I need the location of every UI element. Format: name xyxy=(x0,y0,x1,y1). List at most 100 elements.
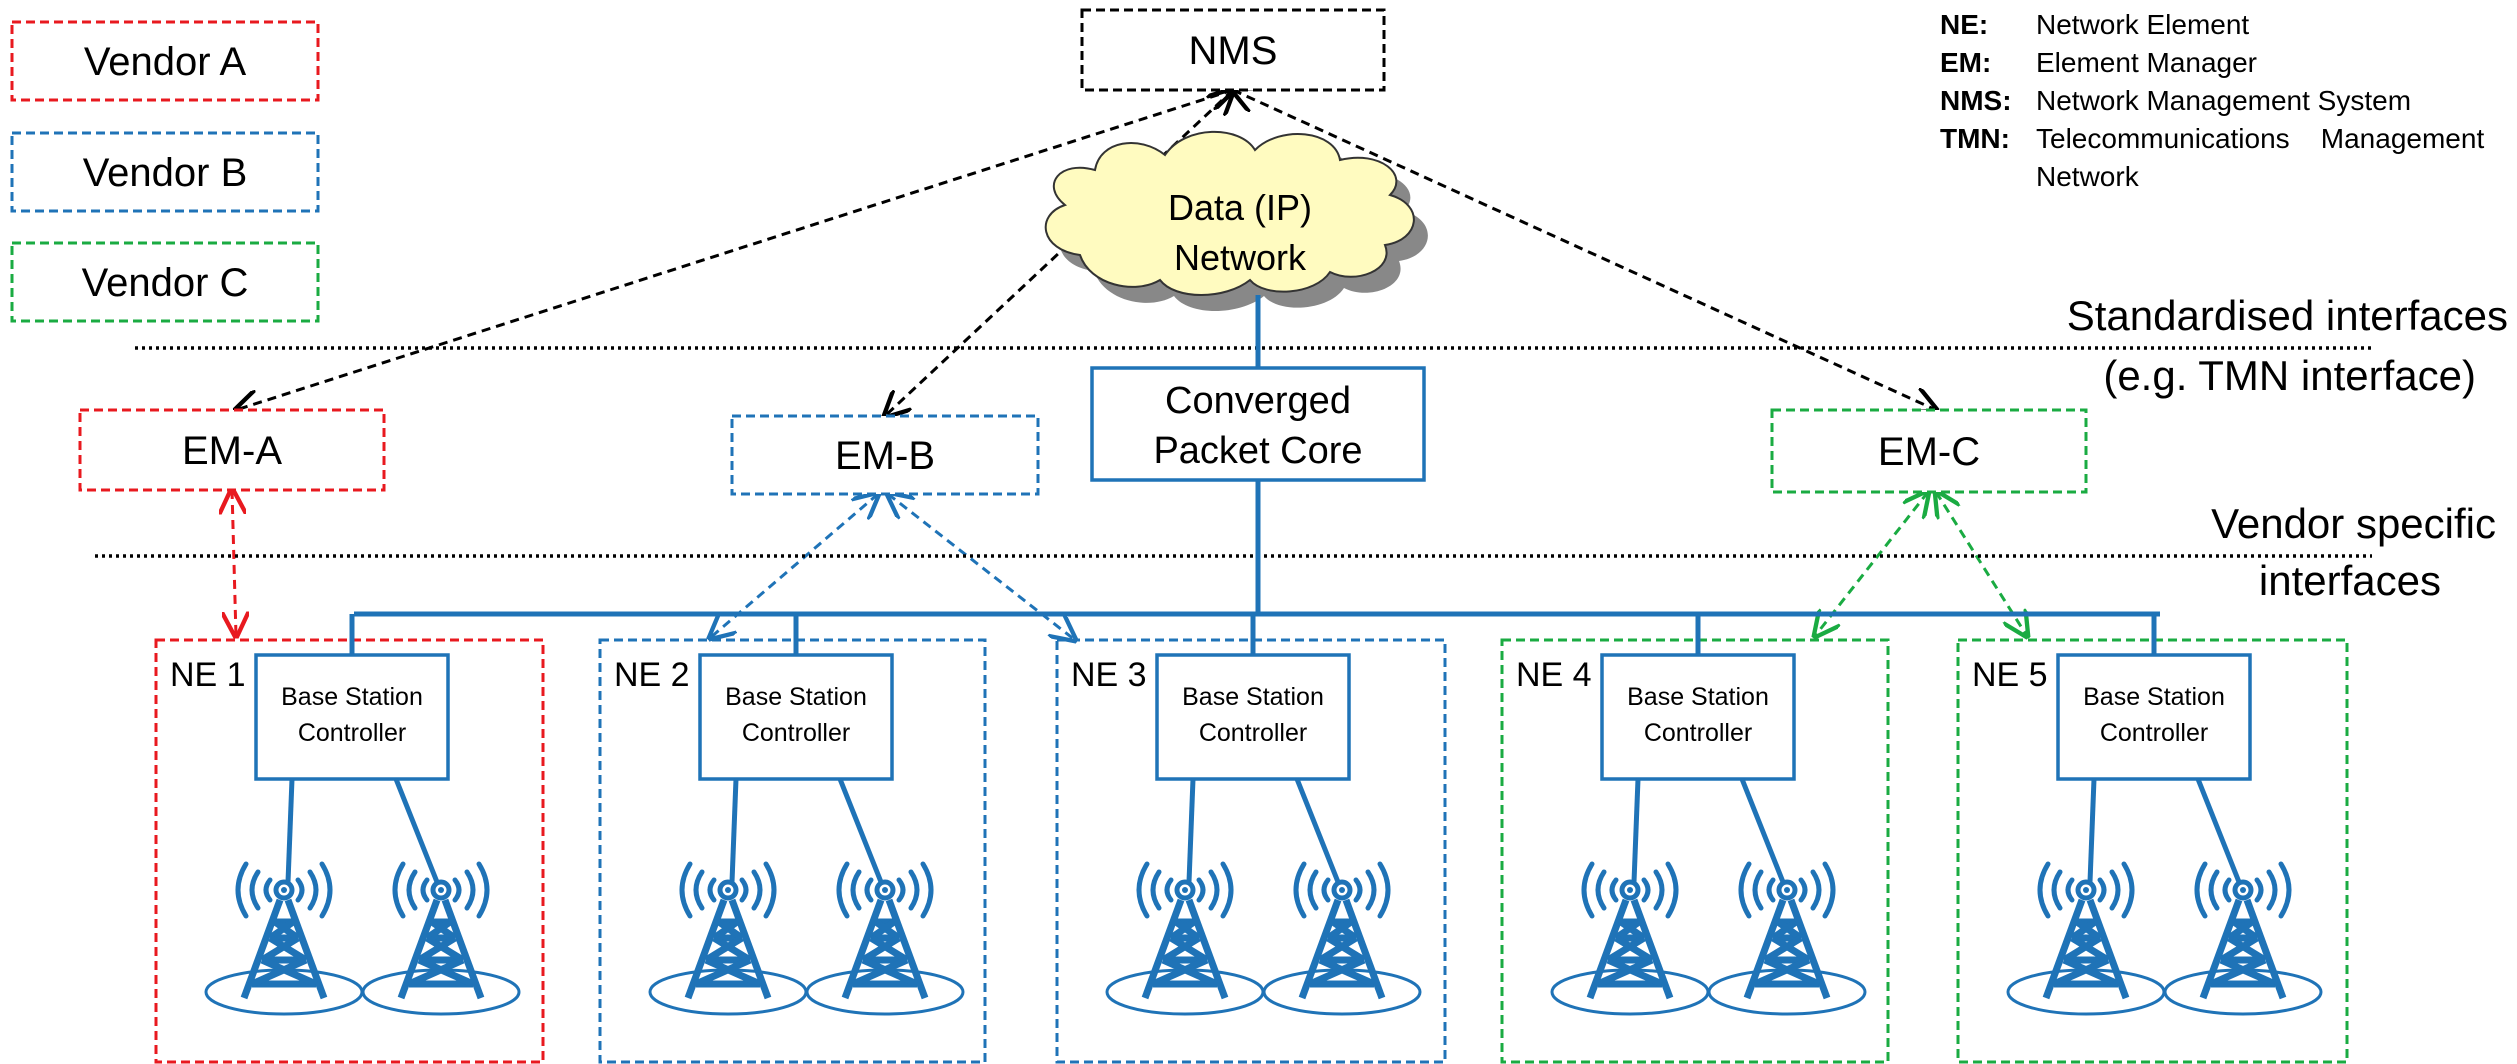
radio-tower-icon xyxy=(1709,864,1865,1014)
em-label: EM-A xyxy=(182,429,282,473)
nms-label: NMS xyxy=(1189,29,1278,73)
nms-to-em-a-arrow xyxy=(236,90,1233,410)
standardised-interfaces-example: (e.g. TMN interface) xyxy=(2103,352,2476,399)
ne-frame xyxy=(154,638,545,1064)
em-label: EM-B xyxy=(835,434,935,478)
core-label-line1: Converged xyxy=(1165,380,1351,422)
bsc-label-line1: Base Station xyxy=(1627,683,1769,711)
radio-tower-icon xyxy=(2008,864,2164,1014)
radio-tower-icon xyxy=(363,864,519,1014)
radio-tower-icon xyxy=(206,864,362,1014)
vendor-specific-interfaces-label-2: interfaces xyxy=(2259,557,2441,604)
em-frame xyxy=(78,408,386,492)
bsc-label-line2: Controller xyxy=(2100,719,2208,747)
radio-tower-icon xyxy=(1107,864,1263,1014)
radio-tower-icon xyxy=(2165,864,2321,1014)
legend-description: Telecommunications Management xyxy=(2036,123,2484,154)
legend-entry: EM: Element Manager xyxy=(1940,47,2257,78)
nms-frame xyxy=(1080,8,1386,92)
core-frame xyxy=(1090,366,1426,482)
cloud-icon: Data (IP) Network xyxy=(1044,130,1428,311)
base-station-controller xyxy=(1155,653,1351,781)
bsc-tower-link xyxy=(285,778,295,883)
em-label: EM-C xyxy=(1878,430,1980,474)
legend-key: NE: xyxy=(1940,9,1988,40)
bsc-tower-link xyxy=(729,778,739,883)
em-frame xyxy=(1770,408,2088,494)
cloud-label-line2: Network xyxy=(1174,237,1307,278)
ne-label: NE 2 xyxy=(614,656,690,694)
bsc-label-line2: Controller xyxy=(1199,719,1307,747)
nms-to-em-c-arrow xyxy=(1233,90,1936,410)
base-station-controller xyxy=(698,653,894,781)
bsc-label-line2: Controller xyxy=(298,719,406,747)
ne-label: NE 3 xyxy=(1071,656,1147,694)
ne-label: NE 4 xyxy=(1516,656,1592,694)
bsc-tower-link xyxy=(393,778,440,883)
base-station-controller xyxy=(2056,653,2252,781)
bsc-label-line2: Controller xyxy=(742,719,850,747)
core-label-line2: Packet Core xyxy=(1153,430,1362,472)
bsc-label-line1: Base Station xyxy=(2083,683,2225,711)
bsc-tower-link xyxy=(2087,778,2097,883)
bsc-label-line1: Base Station xyxy=(725,683,867,711)
base-station-controller xyxy=(1600,653,1796,781)
bsc-label-line2: Controller xyxy=(1644,719,1752,747)
legend-description: Network Element xyxy=(2036,9,2249,40)
radio-tower-icon xyxy=(1264,864,1420,1014)
legend-key: TMN: xyxy=(1940,123,2010,154)
radio-tower-icon xyxy=(650,864,806,1014)
bsc-tower-link xyxy=(1294,778,1341,883)
vendor-label: Vendor C xyxy=(82,261,249,305)
ne-frame xyxy=(1055,638,1447,1064)
ne-frame xyxy=(1500,638,1890,1064)
ne-frame xyxy=(598,638,987,1064)
vendor-legend-item: Vendor B xyxy=(10,131,320,213)
bsc-label-line1: Base Station xyxy=(1182,683,1324,711)
vendor-label: Vendor B xyxy=(83,151,248,195)
element-manager-em-b: EM-B xyxy=(730,414,1040,496)
bsc-tower-link xyxy=(1186,778,1196,883)
vendor-legend-item: Vendor A xyxy=(10,20,320,102)
legend-entry: NE: Network Element xyxy=(1940,9,2249,40)
bsc-tower-link xyxy=(2195,778,2242,883)
em-frame xyxy=(730,414,1040,496)
bsc-label-line1: Base Station xyxy=(281,683,423,711)
ne-label: NE 5 xyxy=(1972,656,2048,694)
legend-description: Element Manager xyxy=(2036,47,2257,78)
vendor-legend: Vendor A Vendor B Vendor C xyxy=(10,20,320,323)
legend-key: EM: xyxy=(1940,47,1991,78)
legend-key: NMS: xyxy=(1940,85,2012,116)
radio-tower-icon xyxy=(1552,864,1708,1014)
legend-entry: NMS: Network Management System xyxy=(1940,85,2411,116)
ne-label: NE 1 xyxy=(170,656,246,694)
cloud-label-line1: Data (IP) xyxy=(1168,187,1312,228)
legend-description: Network Management System xyxy=(2036,85,2411,116)
vendor-label: Vendor A xyxy=(84,40,247,84)
vendor-specific-interfaces-label: Vendor specific xyxy=(2211,500,2496,547)
legend-description-cont: Network xyxy=(2036,161,2140,192)
element-manager-em-c: EM-C xyxy=(1770,408,2088,494)
base-station-controller xyxy=(254,653,450,781)
bsc-tower-link xyxy=(837,778,884,883)
bsc-tower-link xyxy=(1631,778,1641,883)
cloud-shape xyxy=(1044,130,1415,296)
vendor-swatch xyxy=(10,20,320,102)
nms-box: NMS xyxy=(1080,8,1386,92)
standardised-interfaces-label: Standardised interfaces xyxy=(2067,292,2508,339)
element-manager-em-a: EM-A xyxy=(78,408,386,492)
vendor-legend-item: Vendor C xyxy=(10,241,320,323)
bsc-tower-link xyxy=(1739,778,1786,883)
em-a-to-ne1-arrow xyxy=(232,490,236,636)
